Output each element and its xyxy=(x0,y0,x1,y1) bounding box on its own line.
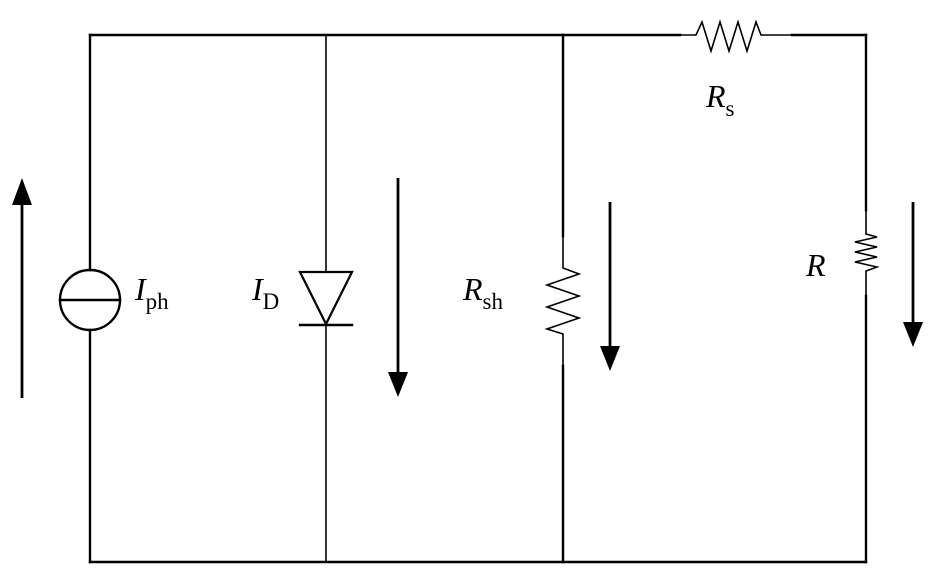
load-resistor-symbol xyxy=(854,210,880,296)
label-shunt-resistor-subscript: sh xyxy=(483,289,504,314)
label-load-resistor-symbol: R xyxy=(805,247,826,283)
arrow-down-icon xyxy=(600,346,620,371)
label-photocurrent-subscript: ph xyxy=(146,289,170,314)
label-diode-current-symbol: I xyxy=(251,271,264,307)
diode-triangle xyxy=(298,270,354,327)
label-photocurrent-symbol: I xyxy=(134,271,147,307)
shunt-resistor-symbol xyxy=(544,236,582,366)
arrow-down-icon xyxy=(388,372,408,397)
label-load-resistor: R xyxy=(805,247,826,283)
arrow-photocurrent xyxy=(12,178,32,398)
current-source-symbol xyxy=(58,268,122,332)
label-shunt-resistor: Rsh xyxy=(462,271,503,314)
series-resistor-symbol xyxy=(680,19,792,54)
label-series-resistor-subscript: s xyxy=(726,96,735,121)
arrow-diode-current xyxy=(388,178,408,397)
label-shunt-resistor-symbol: R xyxy=(462,271,483,307)
label-series-resistor-symbol: R xyxy=(705,78,726,114)
arrow-up-icon xyxy=(12,178,32,205)
circuit-wires xyxy=(88,33,868,564)
label-series-resistor: Rs xyxy=(705,78,735,121)
arrow-load-current xyxy=(903,202,923,347)
arrow-down-icon xyxy=(903,322,923,347)
label-photocurrent: Iph xyxy=(134,271,169,314)
diode-symbol xyxy=(298,270,354,327)
arrow-shunt-current xyxy=(600,202,620,371)
label-diode-current: ID xyxy=(251,271,279,314)
label-diode-current-subscript: D xyxy=(263,289,280,314)
